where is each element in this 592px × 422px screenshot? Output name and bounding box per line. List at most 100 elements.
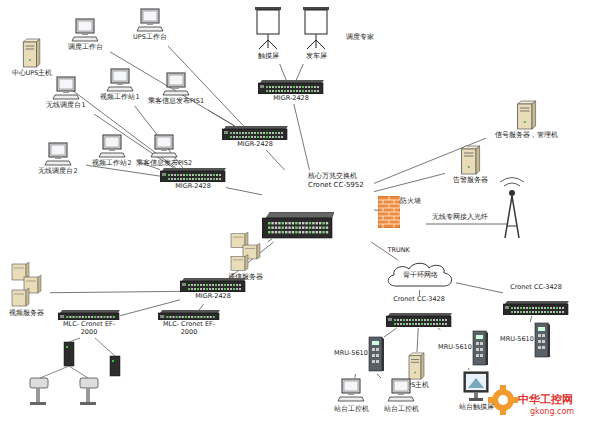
- device-icon-graphic: [229, 232, 261, 272]
- link-line: [384, 328, 397, 337]
- workstation-node: 无线调度台2: [30, 142, 86, 180]
- device-icon: [368, 336, 384, 372]
- device-icon-graphic: [386, 313, 452, 327]
- network-link: [296, 64, 303, 80]
- device-icon: [150, 134, 178, 158]
- switch-node: MIGR-2428: [258, 80, 324, 104]
- device-icon: [386, 313, 452, 327]
- link-line: [438, 328, 440, 330]
- device-icon-graphic: [472, 330, 488, 366]
- device-icon-graphic: [10, 262, 42, 308]
- network-link: [266, 150, 285, 170]
- device-label: MLC- Cronet EF-2000: [158, 321, 220, 336]
- network-link: [456, 283, 503, 293]
- workstation-node: 站台工控机: [326, 378, 376, 420]
- network-link: [199, 304, 203, 310]
- device-label: 视频服务器: [2, 310, 50, 318]
- device-icon: [337, 378, 365, 402]
- link-line: [168, 46, 244, 126]
- device-icon-graphic: [71, 18, 99, 42]
- device-label: 站台触摸屏: [448, 404, 504, 412]
- device-label: MIGR-2428: [258, 95, 324, 103]
- device-label: MRU-5610: [438, 344, 472, 352]
- device-icon: [254, 6, 282, 50]
- device-label: 无线调度台1: [38, 102, 94, 110]
- device-label: 乘客信息发布PIS2: [128, 160, 200, 168]
- server-group-node: 视频服务器: [2, 262, 50, 324]
- workstation-node: 视频工作站2: [84, 134, 140, 172]
- network-link: [530, 316, 532, 322]
- device-icon-graphic: [254, 6, 282, 50]
- device-icon-graphic: [337, 378, 365, 402]
- link-line: [417, 328, 418, 352]
- watermark-url: gkong.com: [530, 408, 574, 416]
- device-label: 核心万兆交换机 Cronet CC-5952: [308, 172, 374, 190]
- workstation-node: 视频工作站1: [92, 68, 148, 106]
- device-icon-graphic: [136, 8, 164, 32]
- switch-node: MIGR-2428: [180, 278, 246, 304]
- link-line: [267, 239, 272, 242]
- network-link: [417, 328, 418, 352]
- device-icon-graphic: [52, 76, 80, 100]
- device-label: 中心UPS主机: [4, 70, 60, 78]
- device-icon: [20, 38, 42, 68]
- server-node: 告警服务器: [445, 145, 495, 189]
- workstation-node: UPS工作台: [125, 8, 175, 46]
- device-label: 乘客信息发布PIS1: [140, 98, 212, 106]
- link-label: TRUNK: [388, 247, 410, 255]
- device-label: MLC- Cronet EF-2000: [58, 321, 120, 336]
- device-icon: [52, 76, 80, 100]
- device-icon-graphic: [222, 126, 288, 140]
- switch-node: Cronet CC-3428: [503, 284, 569, 316]
- device-icon-graphic: [98, 134, 126, 158]
- device-label: 视频工作站2: [84, 160, 140, 168]
- device-icon-graphic: [162, 72, 190, 96]
- device-label: 触摸屏: [250, 53, 286, 61]
- workstation-node: 乘客信息发布PIS1: [140, 72, 212, 110]
- device-label: 调度工作台: [60, 44, 110, 52]
- device-icon: [98, 134, 126, 158]
- network-link: [135, 106, 183, 168]
- device-icon: [534, 322, 550, 358]
- fiber-wire: [426, 224, 508, 225]
- device-label: 站台工控机: [376, 406, 426, 414]
- link-line: [374, 173, 445, 191]
- device-icon: [458, 145, 482, 175]
- device-icon-graphic: [462, 370, 490, 402]
- device-icon-graphic: [258, 80, 324, 94]
- device-icon: [222, 126, 288, 140]
- device-icon-graphic: [458, 145, 482, 175]
- workstation-node: 站台工控机: [376, 378, 426, 420]
- network-link: [280, 64, 286, 80]
- network-link: [267, 239, 272, 242]
- device-label: Cronet CC-3428: [503, 284, 569, 292]
- device-icon: [10, 262, 42, 308]
- device-label: 站台工控机: [326, 406, 376, 414]
- server-node: 信号服务器，管理机: [486, 100, 566, 144]
- touch-screen-node: 站台触摸屏: [448, 370, 504, 418]
- workstation-node: 无线调度台1: [38, 76, 94, 114]
- device-label: MIGR-2428: [180, 293, 246, 301]
- link-line: [226, 188, 262, 195]
- network-link: [168, 46, 244, 126]
- watermark-text: 中华工控网: [518, 394, 573, 406]
- device-icon: [503, 301, 569, 315]
- device-icon: [302, 6, 330, 50]
- device-icon-graphic: [20, 38, 42, 68]
- industrial-switch-node: MRU-5610: [438, 330, 488, 368]
- link-line: [208, 110, 235, 126]
- device-icon: [262, 212, 334, 240]
- note-label: 调度专家: [346, 34, 374, 42]
- network-link: [226, 188, 262, 195]
- device-icon-graphic: [534, 322, 550, 358]
- device-label: 发车屏: [298, 53, 334, 61]
- industrial-switch-node: MRU-5610: [500, 322, 550, 362]
- device-icon: [378, 196, 400, 228]
- link-line: [354, 374, 356, 378]
- antenna-symbol: [500, 178, 524, 239]
- device-icon-graphic: [106, 68, 134, 92]
- network-link: [438, 328, 440, 330]
- network-link: [294, 104, 310, 170]
